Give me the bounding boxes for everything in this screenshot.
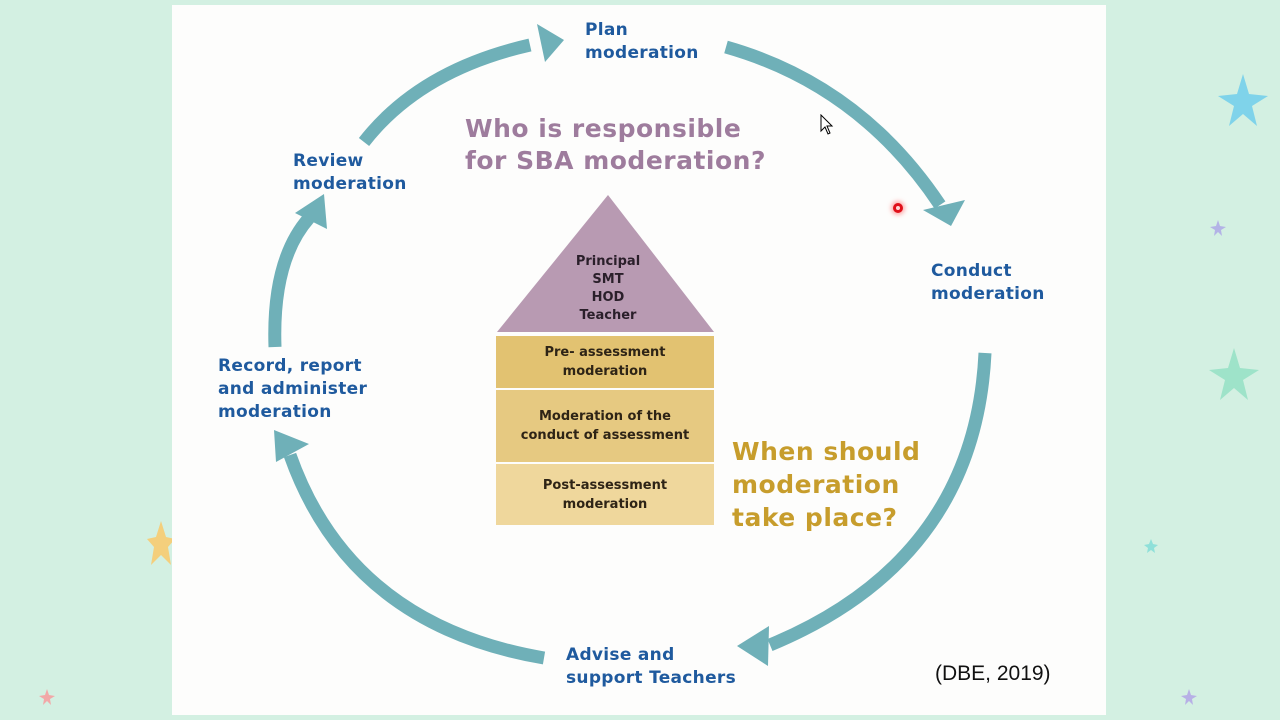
question-who-responsible: Who is responsible for SBA moderation? — [465, 114, 766, 175]
step-review-moderation: Review moderation — [293, 151, 407, 194]
star-decoration-icon — [39, 689, 55, 705]
cycle-arrow-review-to-plan — [358, 24, 564, 146]
star-decoration-icon — [1209, 348, 1259, 400]
step-record-report-administer: Record, report and administer moderation — [218, 356, 368, 422]
step-plan-moderation: Plan moderation — [585, 20, 699, 63]
star-decoration-icon — [1210, 220, 1226, 236]
star-decoration-icon — [147, 521, 175, 565]
stage-conduct-label: Moderation of the conduct of assessment — [520, 409, 690, 443]
cycle-arrow-conduct-to-advise — [737, 352, 992, 666]
step-conduct-moderation: Conduct moderation — [931, 261, 1045, 304]
stage-box-post — [496, 464, 714, 525]
cycle-arrow-plan-to-conduct — [724, 40, 965, 226]
star-decoration-icon — [1181, 689, 1197, 705]
star-decoration-icon — [1144, 539, 1158, 553]
mouse-cursor-icon — [820, 114, 834, 135]
star-decoration-icon — [1218, 74, 1268, 126]
stage-pre-assessment-label: Pre- assessment moderation — [544, 345, 666, 379]
laser-pointer-dot — [893, 203, 903, 213]
cycle-arrow-advise-to-record — [274, 430, 546, 665]
roles-list: Principal SMT HOD Teacher — [575, 254, 641, 323]
citation: (DBE, 2019) — [935, 662, 1051, 685]
cycle-arrow-record-to-review — [268, 194, 327, 348]
stage-post-assessment-label: Post-assessment moderation — [542, 477, 668, 512]
roles-triangle — [497, 195, 714, 332]
question-when-moderation: When should moderation take place? — [732, 437, 921, 532]
stage-box-pre — [496, 336, 714, 388]
step-advise-support-teachers: Advise and support Teachers — [566, 645, 737, 688]
stage-box-conduct — [496, 390, 714, 462]
